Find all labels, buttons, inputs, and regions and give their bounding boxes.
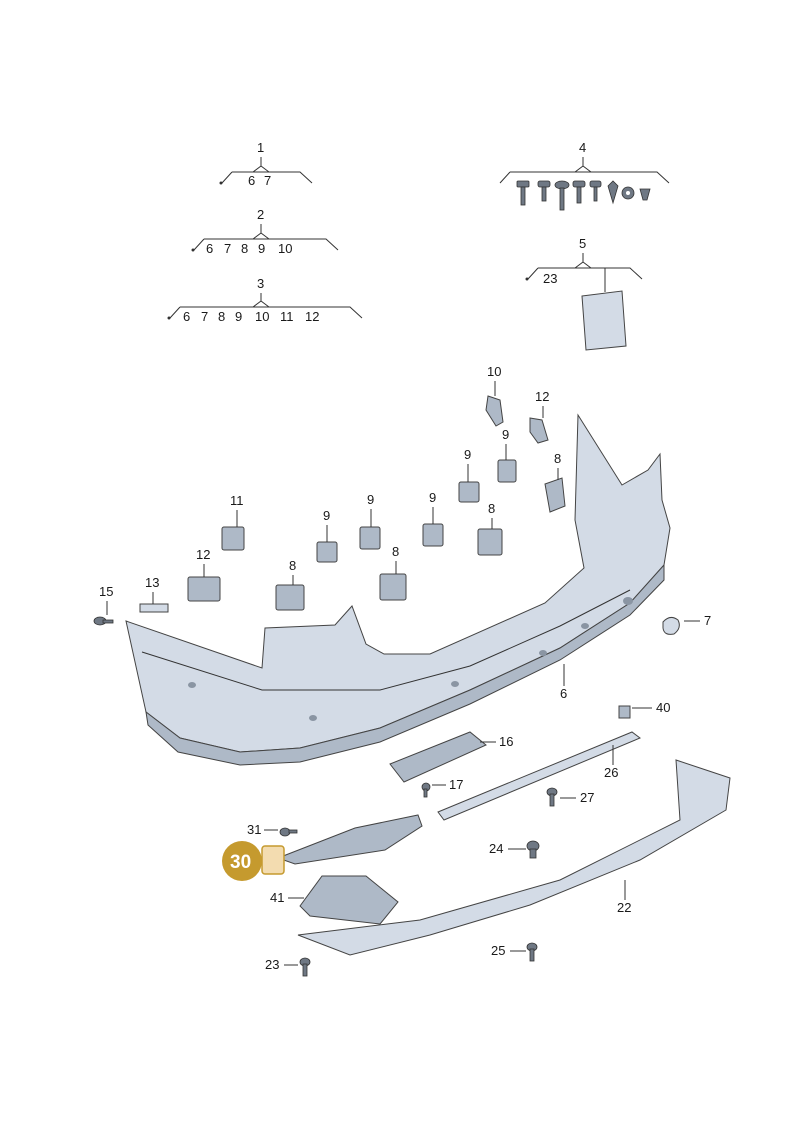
bumper-cover	[125, 413, 671, 766]
clip-40	[618, 705, 631, 719]
spoiler-22	[297, 759, 731, 956]
guide-9	[497, 459, 517, 483]
guide-11	[221, 526, 245, 551]
member-label: 10	[278, 241, 292, 256]
member-label: 6	[206, 241, 213, 256]
screw-icon	[589, 180, 602, 202]
callout-label: 8	[488, 501, 495, 516]
member-label: 6	[183, 309, 190, 324]
callout-label: 41	[270, 890, 284, 905]
callout-label: 9	[323, 508, 330, 523]
clip-icon	[526, 840, 540, 859]
bracket-parts	[93, 395, 731, 977]
callout-label: 9	[429, 490, 436, 505]
callout-label: 7	[704, 613, 711, 628]
callout-label: 23	[265, 957, 279, 972]
member-label: 7	[224, 241, 231, 256]
bolt-icon	[279, 827, 298, 837]
highlight-label[interactable]: 30	[230, 852, 251, 873]
strip-26	[437, 731, 641, 821]
bracket-30-bar	[276, 814, 423, 865]
group-3: 3 6 7 8 9 10 11 12	[167, 276, 363, 324]
member-label: 8	[218, 309, 225, 324]
clip-icon	[607, 180, 619, 205]
bolt-icon	[93, 616, 114, 626]
group-label: 5	[579, 236, 586, 251]
callout-label: 11	[230, 493, 244, 508]
screw-icon	[554, 180, 570, 211]
screw-icon	[516, 180, 530, 206]
bracket-12	[529, 417, 549, 444]
member-label: 8	[241, 241, 248, 256]
group-2: 2 6 7 8 9 10	[191, 207, 339, 256]
bracket-10	[485, 395, 504, 427]
callout-label: 16	[499, 734, 513, 749]
bracket-8	[544, 477, 566, 513]
callout-label: 40	[656, 700, 670, 715]
callout-label: 25	[491, 943, 505, 958]
clip-icon	[639, 188, 651, 201]
member-label: 10	[255, 309, 269, 324]
callout-label: 10	[487, 364, 501, 379]
group-4: 4	[499, 140, 670, 211]
group-5: 5 23	[525, 236, 643, 351]
callout-label: 31	[247, 822, 261, 837]
guide-9	[422, 523, 444, 547]
member-label: 9	[235, 309, 242, 324]
group-1: 1 6 7	[219, 140, 313, 188]
bracket-12	[187, 576, 221, 602]
bolt-icon	[546, 787, 558, 807]
guide-9	[359, 526, 381, 550]
member-label: 23	[543, 271, 557, 286]
callout-label: 26	[604, 765, 618, 780]
bolt-icon	[526, 942, 538, 962]
callout-label: 8	[554, 451, 561, 466]
bolt-icon	[299, 957, 311, 977]
screw-icon	[572, 180, 586, 204]
callout-label: 22	[617, 900, 631, 915]
member-label: 12	[305, 309, 319, 324]
callout-label: 8	[289, 558, 296, 573]
callout-label: 9	[464, 447, 471, 462]
group-label: 3	[257, 276, 264, 291]
callout-label: 12	[535, 389, 549, 404]
callout-label: 6	[560, 686, 567, 701]
highlight-callout[interactable]	[222, 841, 262, 881]
sensor-7	[662, 616, 680, 635]
callout-label: 13	[145, 575, 159, 590]
callout-label: 9	[502, 427, 509, 442]
group-label: 2	[257, 207, 264, 222]
callout-label: 24	[489, 841, 503, 856]
callout-label: 27	[580, 790, 594, 805]
callout-label: 15	[99, 584, 113, 599]
bracket-8	[275, 584, 305, 611]
member-label: 9	[258, 241, 265, 256]
member-label: 7	[264, 173, 271, 188]
group-label: 1	[257, 140, 264, 155]
callouts: 10 12 9 8 11 9 9 9 9 8 12 8 8 13 15 7 6 …	[99, 364, 711, 972]
callout-label: 8	[392, 544, 399, 559]
screw-icon	[537, 180, 551, 202]
bracket-8	[379, 573, 407, 601]
callout-label: 17	[449, 777, 463, 792]
guide-9	[458, 481, 480, 503]
highlight-box	[261, 845, 285, 875]
guide-16	[389, 731, 487, 783]
member-label: 6	[248, 173, 255, 188]
group-label: 4	[579, 140, 586, 155]
fastener-kit-icons	[516, 180, 651, 211]
hardware-bag-icon	[581, 290, 627, 351]
bracket-8	[477, 528, 503, 556]
callout-label: 12	[196, 547, 210, 562]
nut-icon	[621, 186, 635, 200]
member-label: 7	[201, 309, 208, 324]
screw-icon	[421, 782, 431, 798]
cover-41	[299, 875, 399, 925]
callout-label: 9	[367, 492, 374, 507]
guide-9	[316, 541, 338, 563]
strip-13	[139, 603, 169, 613]
member-label: 11	[280, 309, 294, 324]
